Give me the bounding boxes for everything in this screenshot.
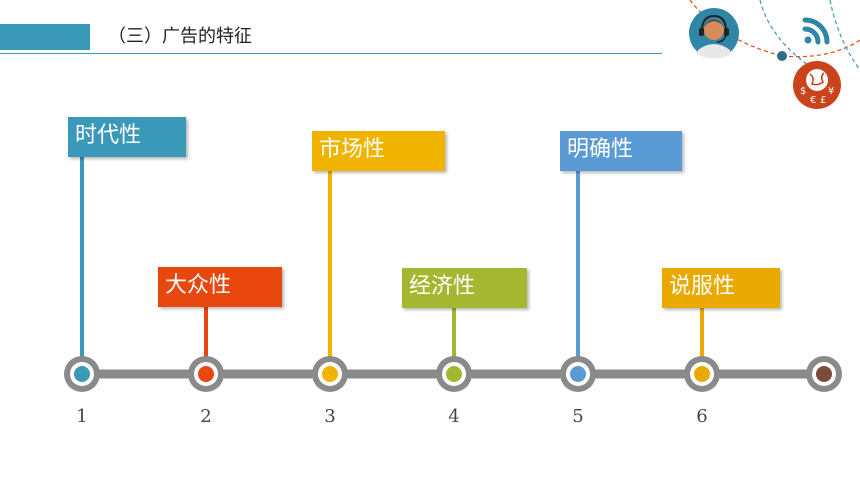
customer-service-icon [689,8,739,59]
timeline-node-dot-1 [74,366,90,382]
svg-text:¥: ¥ [828,86,834,97]
timeline-node-dot-6 [694,366,710,382]
timeline-number-1: 1 [76,406,88,427]
svg-text:€: € [810,95,816,106]
timeline-stems [80,154,704,374]
decorative-icon-cluster: $ € £ ¥ [689,0,860,109]
timeline-nodes [64,356,842,392]
svg-text:$: $ [800,86,806,97]
svg-text:£: £ [820,95,826,106]
timeline-number-6: 6 [696,406,708,427]
title-accent-bar [0,24,90,50]
timeline-number-2: 2 [200,406,212,427]
timeline-node-dot-2 [198,366,214,382]
timeline-node-dot-5 [570,366,586,382]
currency-globe-icon: $ € £ ¥ [793,61,841,109]
timeline-number-5: 5 [572,406,584,427]
wifi-signal-icon [802,17,830,45]
timeline-node-dot-4 [446,366,462,382]
timeline-label-1: 时代性 [68,117,186,157]
dashed-connector-blue-right [829,0,860,71]
timeline-label-4: 经济性 [402,268,527,308]
timeline-label-6: 说服性 [662,268,780,308]
timeline-number-3: 3 [324,406,336,427]
timeline-label-3: 市场性 [312,131,445,171]
timeline-node-dot-7 [816,366,832,382]
timeline-number-4: 4 [448,406,460,427]
connector-dot [777,51,787,61]
timeline-label-5: 明确性 [560,131,682,171]
title-underline [0,53,662,54]
timeline-label-2: 大众性 [158,267,282,307]
dashed-connector-orange-right [781,39,860,58]
timeline-node-dot-3 [322,366,338,382]
page-title: （三）广告的特征 [108,26,252,47]
